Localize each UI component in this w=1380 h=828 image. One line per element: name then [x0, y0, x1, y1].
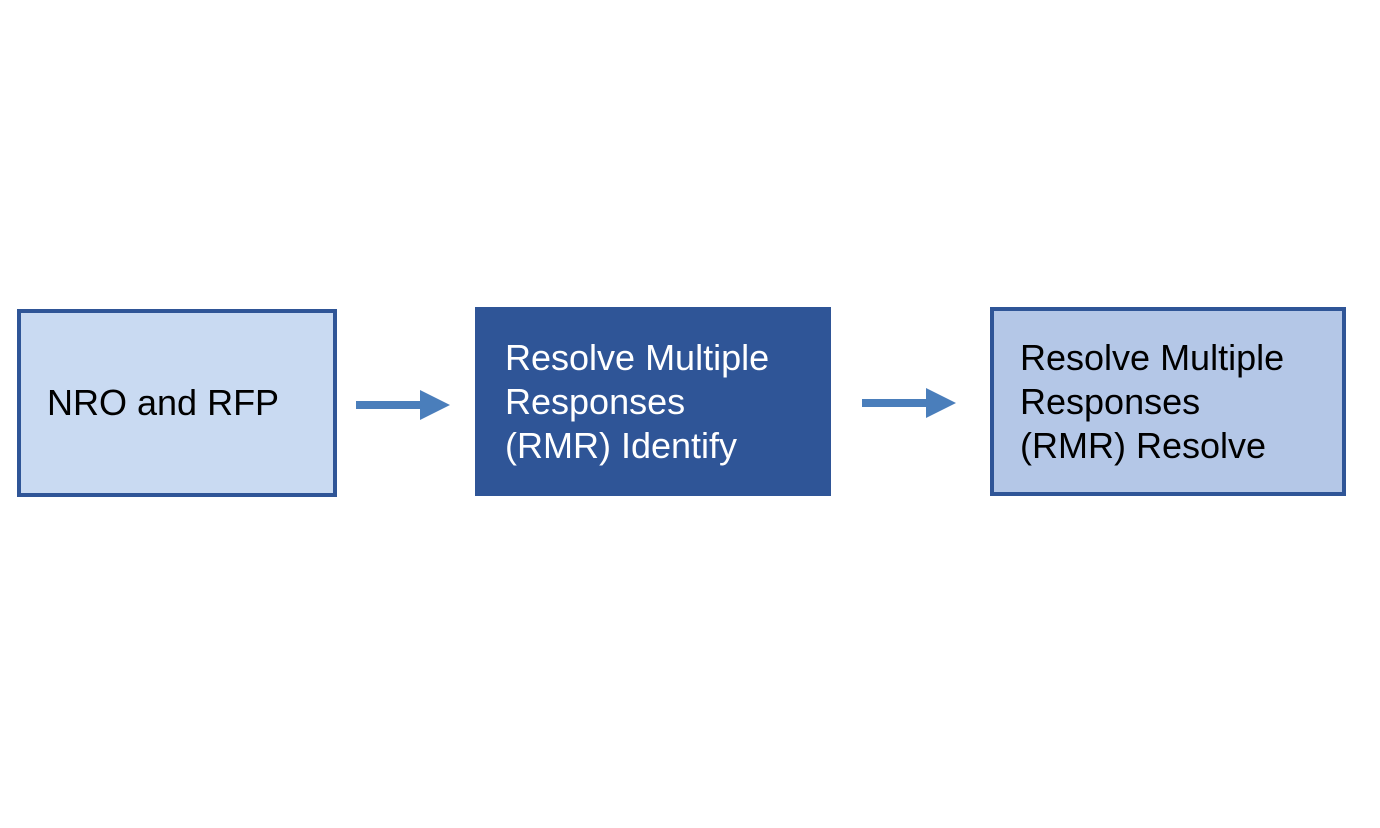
- node-rmr-resolve: Resolve Multiple Responses (RMR) Resolve: [990, 307, 1346, 496]
- node-label: Resolve Multiple Responses (RMR) Identif…: [505, 336, 770, 466]
- node-nro-and-rfp: NRO and RFP: [17, 309, 337, 497]
- right-arrow-icon: [356, 390, 450, 420]
- node-rmr-identify: Resolve Multiple Responses (RMR) Identif…: [475, 307, 831, 496]
- right-arrow-icon: [862, 388, 956, 418]
- node-label: NRO and RFP: [47, 382, 280, 423]
- node-label: Resolve Multiple Responses (RMR) Resolve: [1020, 336, 1285, 466]
